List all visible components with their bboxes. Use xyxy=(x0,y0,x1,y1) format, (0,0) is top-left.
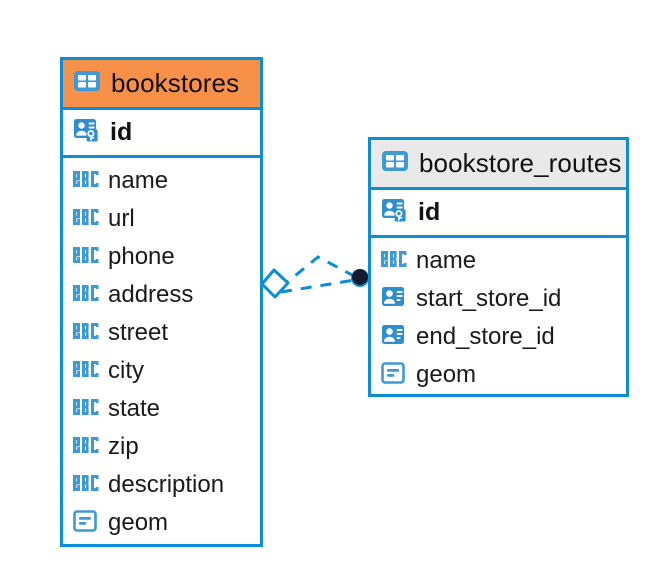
entity-title: bookstores xyxy=(111,68,240,98)
table-icon xyxy=(73,69,101,98)
primary-key-row[interactable]: id xyxy=(371,190,626,238)
text-type-icon xyxy=(73,170,99,192)
field-row[interactable]: name xyxy=(371,242,626,280)
text-type-icon xyxy=(73,474,99,496)
field-label: geom xyxy=(108,509,169,536)
text-type-icon xyxy=(73,436,99,458)
relationship-diamond-marker xyxy=(260,268,290,299)
field-label: address xyxy=(108,281,194,308)
field-label: end_store_id xyxy=(416,323,555,350)
field-row[interactable]: address xyxy=(63,276,260,314)
field-label: description xyxy=(108,471,225,498)
foreign-key-icon xyxy=(381,285,407,314)
field-row[interactable]: geom xyxy=(371,356,626,394)
field-row[interactable]: zip xyxy=(63,428,260,466)
field-label: start_store_id xyxy=(416,285,562,312)
field-list: name url phone address street city state zip des… xyxy=(63,158,260,548)
entity-title: bookstore_routes xyxy=(419,148,622,178)
field-label: url xyxy=(108,205,135,232)
foreign-key-icon xyxy=(381,323,407,352)
field-label: geom xyxy=(416,361,477,388)
geometry-type-icon xyxy=(73,509,99,538)
entity-bookstore-routes[interactable]: bookstore_routes id xyxy=(368,137,629,397)
field-row[interactable]: end_store_id xyxy=(371,318,626,356)
field-label: phone xyxy=(108,243,175,270)
primary-key-row[interactable]: id xyxy=(63,110,260,158)
text-type-icon xyxy=(73,284,99,306)
primary-key-label: id xyxy=(418,198,441,226)
text-type-icon xyxy=(73,322,99,344)
field-label: name xyxy=(416,247,477,274)
relationship-circle-marker xyxy=(351,269,369,287)
field-row[interactable]: name xyxy=(63,162,260,200)
field-row[interactable]: phone xyxy=(63,238,260,276)
field-row[interactable]: url xyxy=(63,200,260,238)
relationship-branch-upper xyxy=(279,255,357,290)
text-type-icon xyxy=(73,360,99,382)
field-row[interactable]: street xyxy=(63,314,260,352)
primary-key-label: id xyxy=(110,118,133,146)
text-type-icon xyxy=(73,208,99,230)
relationship-branch-lower xyxy=(280,278,356,294)
field-row[interactable]: start_store_id xyxy=(371,280,626,318)
text-type-icon xyxy=(73,398,99,420)
primary-key-icon xyxy=(73,117,101,148)
entity-header-bookstore-routes: bookstore_routes xyxy=(371,140,626,190)
field-row[interactable]: city xyxy=(63,352,260,390)
field-label: state xyxy=(108,395,161,422)
field-label: name xyxy=(108,167,169,194)
table-icon xyxy=(381,149,409,178)
entity-bookstores[interactable]: bookstores id xyxy=(60,57,263,547)
field-label: street xyxy=(108,319,169,346)
text-type-icon xyxy=(381,250,407,272)
entity-header-bookstores: bookstores xyxy=(63,60,260,110)
field-label: zip xyxy=(108,433,139,460)
field-row[interactable]: description xyxy=(63,466,260,504)
primary-key-icon xyxy=(381,197,409,228)
field-label: city xyxy=(108,357,144,384)
text-type-icon xyxy=(73,246,99,268)
field-row[interactable]: geom xyxy=(63,504,260,542)
field-row[interactable]: state xyxy=(63,390,260,428)
geometry-type-icon xyxy=(381,361,407,390)
